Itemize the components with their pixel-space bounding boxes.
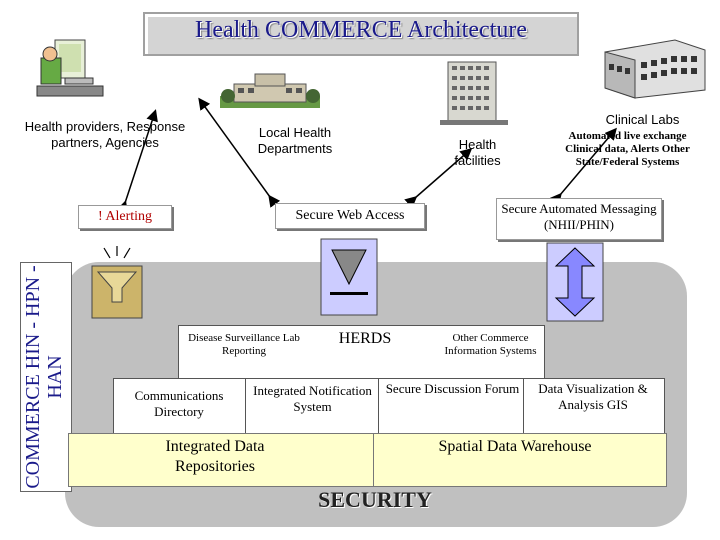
page-title: Health COMMERCE Architecture xyxy=(195,17,527,43)
lab-building-icon xyxy=(595,38,710,105)
secure-messaging-button[interactable]: Secure Automated Messaging (NHII/PHIN) xyxy=(496,198,662,240)
title-box xyxy=(143,12,579,56)
secure-web-access-button[interactable]: Secure Web Access xyxy=(275,203,425,229)
facilities-label: Health facilities xyxy=(454,137,501,168)
providers-label: Health providers, Response partners, Age… xyxy=(24,119,186,150)
local-departments-label: Local Health Departments xyxy=(257,125,333,156)
spatial-warehouse-box[interactable] xyxy=(373,433,667,487)
side-label: COMMERCE HIN - HPN - HAN xyxy=(22,265,66,489)
herds-label: HERDS xyxy=(338,330,392,347)
web-funnel-icon xyxy=(320,238,378,321)
side-label-box xyxy=(20,262,72,492)
disease-surveillance-label: Disease Surveillance Lab Reporting xyxy=(188,332,300,357)
clinical-labs-label: Clinical Labs xyxy=(605,112,680,127)
arrow-providers xyxy=(116,109,158,214)
hospital-icon xyxy=(440,58,508,131)
other-commerce-label: Other Commerce Information Systems xyxy=(444,332,537,357)
discussion-forum-label: Secure Discussion Forum xyxy=(385,381,520,396)
integrated-repositories-label: Integrated Data Repositories xyxy=(165,438,265,475)
alert-speaker-icon xyxy=(88,246,148,326)
herds-row-box xyxy=(178,325,545,382)
communications-directory-label: Communications Directory xyxy=(134,388,224,419)
arrow-facilities xyxy=(404,148,473,209)
spatial-warehouse-label: Spatial Data Warehouse xyxy=(438,438,592,455)
exchange-arrow-icon xyxy=(546,242,604,327)
alerting-button[interactable]: ! Alerting xyxy=(78,205,172,229)
person-at-computer-icon xyxy=(35,38,110,111)
clinical-detail-label: Automated live exchange Clinical data, A… xyxy=(565,130,690,168)
integrated-repositories-box[interactable] xyxy=(68,433,375,487)
arrow-local xyxy=(198,97,281,208)
data-visualization-label: Data Visualization & Analysis GIS xyxy=(538,381,648,412)
arrow-clinical xyxy=(549,127,617,206)
notification-system-label: Integrated Notification System xyxy=(253,383,372,414)
security-label: SECURITY xyxy=(318,487,432,512)
building-icon xyxy=(220,72,320,115)
